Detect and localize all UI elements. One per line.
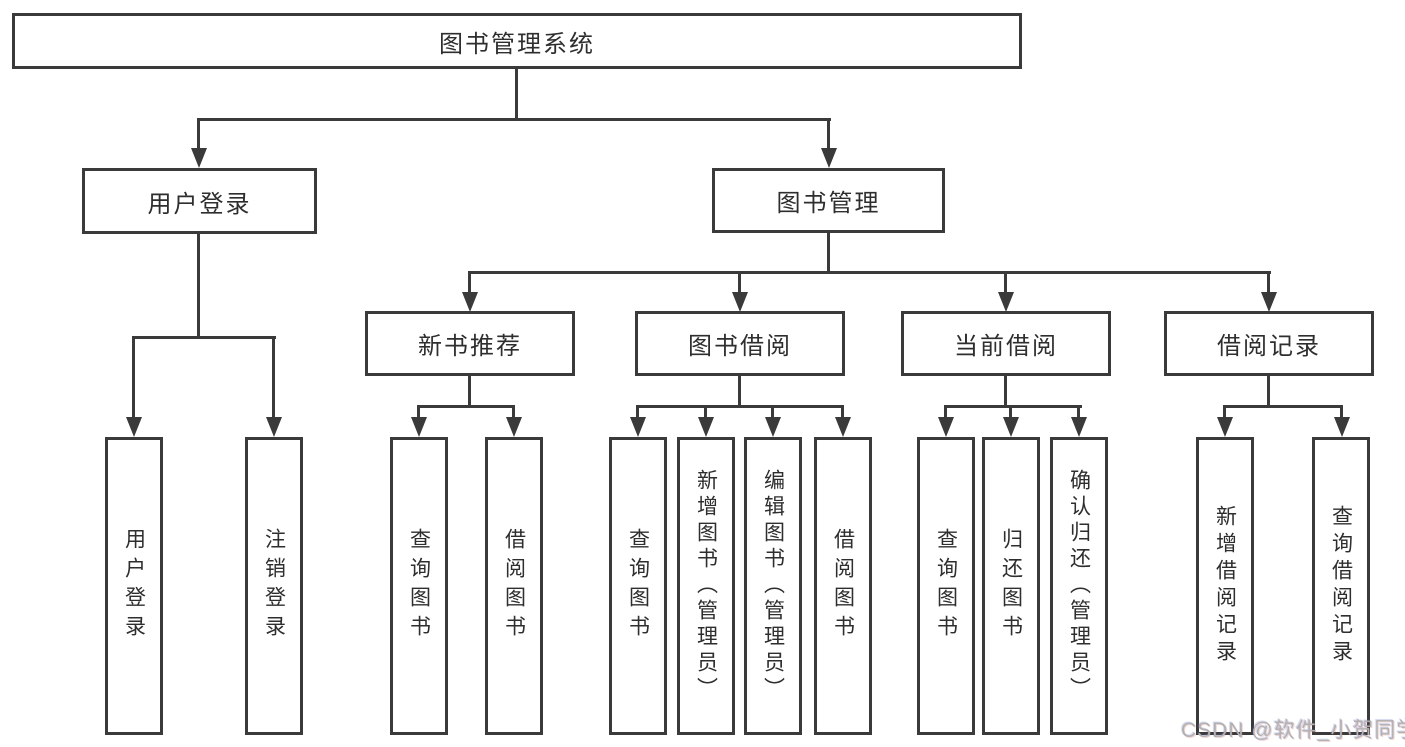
connector-stem <box>1009 405 1012 418</box>
connector-stem <box>1077 405 1080 418</box>
connector-borrowrecords-split <box>1223 405 1343 408</box>
node-book-borrowing: 图书借阅 <box>635 311 845 376</box>
connector-stem <box>1267 271 1270 293</box>
arrowhead-icon <box>126 417 142 437</box>
connector-stem <box>841 405 844 418</box>
leaf-query-books-recommend: 查询图书 <box>390 437 448 735</box>
leaf-add-borrow-record: 新增借阅记录 <box>1196 437 1254 735</box>
connector-stem <box>272 336 275 418</box>
connector-borrowrecords-trunk <box>1267 376 1270 407</box>
node-label: 当前借阅 <box>954 333 1058 360</box>
node-label: 新书推荐 <box>418 333 522 360</box>
arrowhead-icon <box>1261 292 1277 312</box>
node-label: 查询图书 <box>934 528 958 644</box>
connector-stem <box>512 405 515 418</box>
node-label: 借阅图书 <box>831 528 855 644</box>
arrowhead-icon <box>1217 417 1233 437</box>
connector-bookborrow-split <box>636 405 844 408</box>
arrowhead-icon <box>1003 417 1019 437</box>
node-current-borrowing: 当前借阅 <box>901 311 1111 376</box>
arrowhead-icon <box>191 148 207 168</box>
arrowhead-icon <box>765 417 781 437</box>
node-label: 借阅图书 <box>502 528 526 644</box>
connector-bookborrow-trunk <box>738 376 741 407</box>
node-label: 图书借阅 <box>688 333 792 360</box>
node-label: 图书管理系统 <box>439 30 595 58</box>
connector-newbook-trunk <box>468 376 471 407</box>
leaf-return-books: 归还图书 <box>982 437 1040 735</box>
connector-bookmgmt-trunk <box>827 233 830 272</box>
leaf-borrow-books-recommend: 借阅图书 <box>485 437 543 735</box>
arrowhead-icon <box>462 292 478 312</box>
arrowhead-icon <box>266 417 282 437</box>
leaf-logout: 注销登录 <box>245 437 303 735</box>
node-borrow-records: 借阅记录 <box>1164 311 1374 376</box>
node-label: 归还图书 <box>999 528 1023 644</box>
node-book-management: 图书管理 <box>712 168 945 233</box>
leaf-borrow-books: 借阅图书 <box>814 437 872 735</box>
node-label: 用户登录 <box>122 528 146 644</box>
connector-stem <box>771 405 774 418</box>
connector-stem <box>827 118 830 149</box>
node-label: 注销登录 <box>262 528 286 644</box>
arrowhead-icon <box>630 417 646 437</box>
node-label: 新增借阅记录 <box>1213 505 1237 667</box>
leaf-query-books-borrowing: 查询图书 <box>609 437 667 735</box>
arrowhead-icon <box>998 292 1014 312</box>
connector-stem <box>1004 271 1007 293</box>
connector-newbook-split <box>417 405 515 408</box>
arrowhead-icon <box>732 292 748 312</box>
node-new-book-recommend: 新书推荐 <box>365 311 575 376</box>
arrowhead-icon <box>506 417 522 437</box>
connector-stem <box>704 405 707 418</box>
connector-stem <box>944 405 947 418</box>
connector-stem <box>417 405 420 418</box>
connector-stem <box>636 405 639 418</box>
leaf-query-books-current: 查询图书 <box>917 437 975 735</box>
leaf-edit-books-admin: 编辑图书（管理员） <box>744 437 802 735</box>
arrowhead-icon <box>411 417 427 437</box>
node-label: 图书管理 <box>776 190 881 217</box>
leaf-add-books-admin: 新增图书（管理员） <box>677 437 735 735</box>
arrowhead-icon <box>1334 417 1350 437</box>
arrowhead-icon <box>698 417 714 437</box>
leaf-confirm-return-admin: 确认归还（管理员） <box>1050 437 1108 735</box>
connector-root-split <box>197 118 831 121</box>
connector-stem <box>132 336 135 418</box>
node-label: 用户登录 <box>147 190 252 218</box>
connector-currentborrow-split <box>944 405 1082 408</box>
connector-bookmgmt-split <box>468 271 1271 274</box>
node-system-root: 图书管理系统 <box>12 13 1022 69</box>
node-label: 查询图书 <box>407 528 431 644</box>
connector-stem <box>1340 405 1343 418</box>
connector-stem <box>738 271 741 293</box>
node-user-login: 用户登录 <box>82 168 317 234</box>
connector-userlogin-trunk <box>197 234 200 337</box>
arrowhead-icon <box>821 148 837 168</box>
leaf-query-borrow-record: 查询借阅记录 <box>1312 437 1370 735</box>
arrowhead-icon <box>938 417 954 437</box>
node-label: 编辑图书（管理员） <box>761 469 785 703</box>
watermark: CSDN @软件_小贺同学 <box>1181 719 1405 742</box>
connector-stem <box>468 271 471 293</box>
connector-root-trunk <box>515 69 518 118</box>
connector-stem <box>1223 405 1226 418</box>
node-label: 查询图书 <box>626 528 650 644</box>
connector-currentborrow-trunk <box>1004 376 1007 407</box>
node-label: 新增图书（管理员） <box>694 469 718 703</box>
node-label: 确认归还（管理员） <box>1067 469 1091 703</box>
connector-userlogin-split <box>132 336 276 339</box>
arrowhead-icon <box>1071 417 1087 437</box>
node-label: 查询借阅记录 <box>1329 505 1353 667</box>
arrowhead-icon <box>835 417 851 437</box>
leaf-user-login: 用户登录 <box>105 437 163 735</box>
connector-stem <box>197 118 200 149</box>
node-label: 借阅记录 <box>1217 333 1321 360</box>
